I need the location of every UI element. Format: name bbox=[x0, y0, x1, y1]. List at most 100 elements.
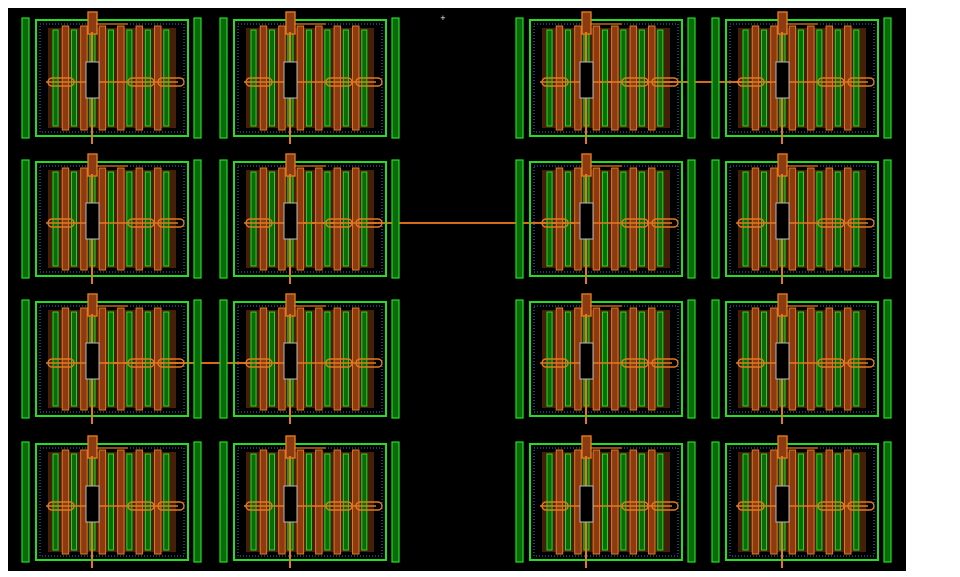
gate-contact bbox=[621, 501, 649, 511]
poly-gate-finger bbox=[315, 25, 323, 131]
guard-ring-bar bbox=[711, 299, 720, 419]
transistor-cell[interactable]: net25 bbox=[711, 153, 892, 284]
poly-gate-finger bbox=[788, 449, 797, 555]
net-label: net25 bbox=[582, 63, 593, 96]
transistor-cell[interactable]: net25 bbox=[711, 435, 892, 568]
guard-ring-bar bbox=[193, 159, 202, 279]
transistor-cell[interactable]: net25 bbox=[711, 293, 892, 424]
transistor-cell[interactable]: net25 bbox=[21, 153, 202, 284]
guard-ring-bar bbox=[21, 299, 30, 419]
net-label-box bbox=[85, 342, 100, 380]
gate-contact bbox=[541, 218, 569, 228]
origin-marker: + bbox=[440, 14, 446, 22]
guard-ring-bar bbox=[515, 159, 524, 279]
net-label: net25 bbox=[778, 204, 789, 237]
poly-gate-finger bbox=[315, 307, 323, 411]
source-drain-finger bbox=[601, 311, 608, 407]
gate-contact bbox=[651, 77, 679, 87]
poly-gate-finger bbox=[592, 25, 601, 131]
poly-gate-finger bbox=[296, 449, 305, 555]
net-label: net25 bbox=[286, 344, 297, 377]
net-label: net25 bbox=[88, 63, 99, 96]
guard-ring-bar bbox=[219, 159, 228, 279]
guard-ring-bar bbox=[883, 17, 892, 139]
gate-contact bbox=[127, 358, 155, 368]
net-label-box bbox=[85, 202, 100, 240]
source-drain-finger bbox=[305, 29, 312, 127]
transistor-cell[interactable]: net25 bbox=[711, 11, 892, 144]
net-label-box bbox=[283, 202, 298, 240]
top-tap bbox=[581, 435, 592, 459]
top-tap bbox=[285, 435, 296, 459]
top-tap bbox=[777, 153, 788, 177]
source-drain-finger bbox=[305, 311, 312, 407]
gate-contact bbox=[621, 77, 649, 87]
poly-gate-finger bbox=[611, 449, 619, 555]
gate-contact bbox=[157, 77, 185, 87]
poly-gate-finger bbox=[296, 307, 305, 411]
poly-gate-finger bbox=[611, 167, 619, 271]
transistor-cell[interactable]: net25 bbox=[515, 293, 696, 424]
guard-ring bbox=[529, 443, 683, 561]
guard-ring-bar bbox=[21, 441, 30, 563]
guard-ring-bar bbox=[687, 299, 696, 419]
gate-contact bbox=[47, 218, 75, 228]
transistor-cell[interactable]: net25 bbox=[21, 435, 202, 568]
net-label: net25 bbox=[286, 487, 297, 520]
gate-contact bbox=[47, 358, 75, 368]
poly-gate-finger bbox=[98, 307, 107, 411]
gate-contact bbox=[47, 77, 75, 87]
poly-gate-finger bbox=[592, 449, 601, 555]
poly-gate-finger bbox=[315, 167, 323, 271]
net-label-box bbox=[85, 61, 100, 99]
gate-contact bbox=[541, 358, 569, 368]
gate-contact bbox=[817, 358, 845, 368]
top-tap bbox=[581, 293, 592, 317]
guard-ring-bar bbox=[21, 159, 30, 279]
net-label-box bbox=[579, 485, 594, 523]
net-label: net25 bbox=[88, 344, 99, 377]
transistor-cell[interactable]: net25 bbox=[219, 435, 400, 568]
gate-contact bbox=[245, 218, 273, 228]
transistor-cell[interactable]: net25 bbox=[219, 293, 400, 424]
guard-ring-bar bbox=[219, 17, 228, 139]
net-label: net25 bbox=[778, 344, 789, 377]
top-tap bbox=[777, 11, 788, 35]
transistor-cell[interactable]: net25 bbox=[515, 153, 696, 284]
transistor-cell[interactable]: net25 bbox=[219, 153, 400, 284]
poly-gate-finger bbox=[788, 167, 797, 271]
guard-ring-bar bbox=[391, 159, 400, 279]
net-label: net25 bbox=[582, 487, 593, 520]
net-label: net25 bbox=[88, 487, 99, 520]
poly-gate-finger bbox=[117, 167, 125, 271]
gate-contact bbox=[541, 77, 569, 87]
transistor-cell[interactable]: net25 bbox=[21, 293, 202, 424]
gate-contact bbox=[737, 358, 765, 368]
transistor-cell[interactable]: net25 bbox=[515, 11, 696, 144]
guard-ring-bar bbox=[883, 299, 892, 419]
net-label-box bbox=[775, 61, 790, 99]
net-label-box bbox=[775, 342, 790, 380]
net-label-box bbox=[579, 202, 594, 240]
gate-contact bbox=[621, 358, 649, 368]
poly-gate-finger bbox=[315, 449, 323, 555]
transistor-cell[interactable]: net25 bbox=[219, 11, 400, 144]
transistor-cell[interactable]: net25 bbox=[515, 435, 696, 568]
source-drain-finger bbox=[797, 311, 804, 407]
guard-ring bbox=[529, 301, 683, 417]
source-drain-finger bbox=[305, 453, 312, 551]
gate-contact bbox=[737, 218, 765, 228]
top-tap bbox=[87, 435, 98, 459]
top-tap bbox=[581, 11, 592, 35]
guard-ring-bar bbox=[391, 441, 400, 563]
transistor-cell[interactable]: net25 bbox=[21, 11, 202, 144]
gate-contact bbox=[157, 358, 185, 368]
gate-contact bbox=[817, 501, 845, 511]
poly-gate-finger bbox=[807, 449, 815, 555]
guard-ring-bar bbox=[515, 17, 524, 139]
guard-ring bbox=[725, 443, 879, 561]
net-label: net25 bbox=[778, 63, 789, 96]
net-label-box bbox=[579, 342, 594, 380]
